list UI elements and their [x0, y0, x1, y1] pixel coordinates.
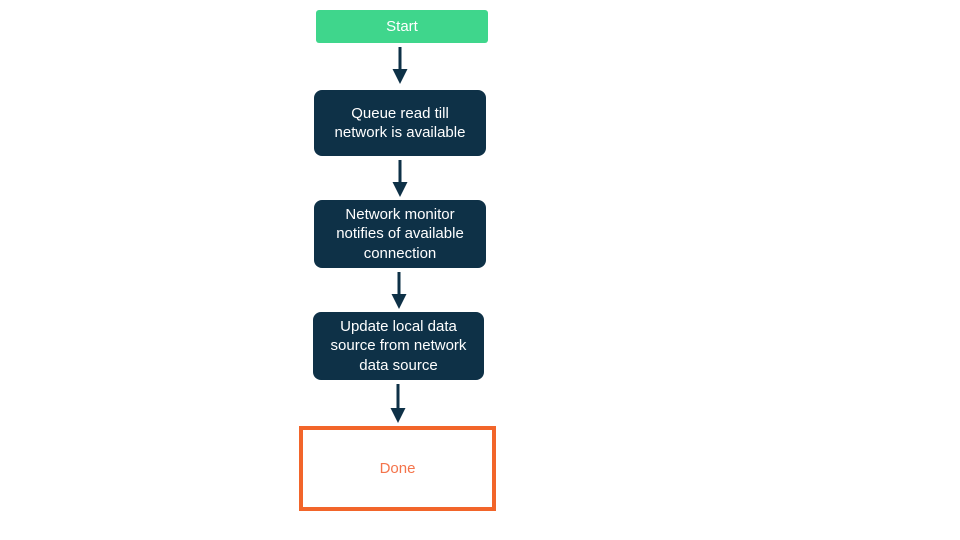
node-queue-read-label: Queue read till network is available	[334, 104, 466, 141]
node-queue-read[interactable]: Queue read till network is available	[314, 90, 486, 156]
node-start-label: Start	[386, 17, 418, 35]
node-done[interactable]: Done	[299, 426, 496, 511]
node-network-monitor-label: Network monitor notifies of available co…	[336, 206, 464, 262]
node-update-local[interactable]: Update local data source from network da…	[313, 312, 484, 380]
edge-start-queue	[392, 47, 408, 84]
edge-monitor-update	[391, 272, 407, 309]
node-done-label: Done	[379, 459, 416, 477]
node-network-monitor[interactable]: Network monitor notifies of available co…	[314, 200, 486, 268]
edge-queue-monitor	[392, 160, 408, 197]
node-update-local-label: Update local data source from network da…	[330, 318, 467, 374]
edge-update-done	[390, 384, 406, 423]
node-start[interactable]: Start	[316, 10, 488, 43]
